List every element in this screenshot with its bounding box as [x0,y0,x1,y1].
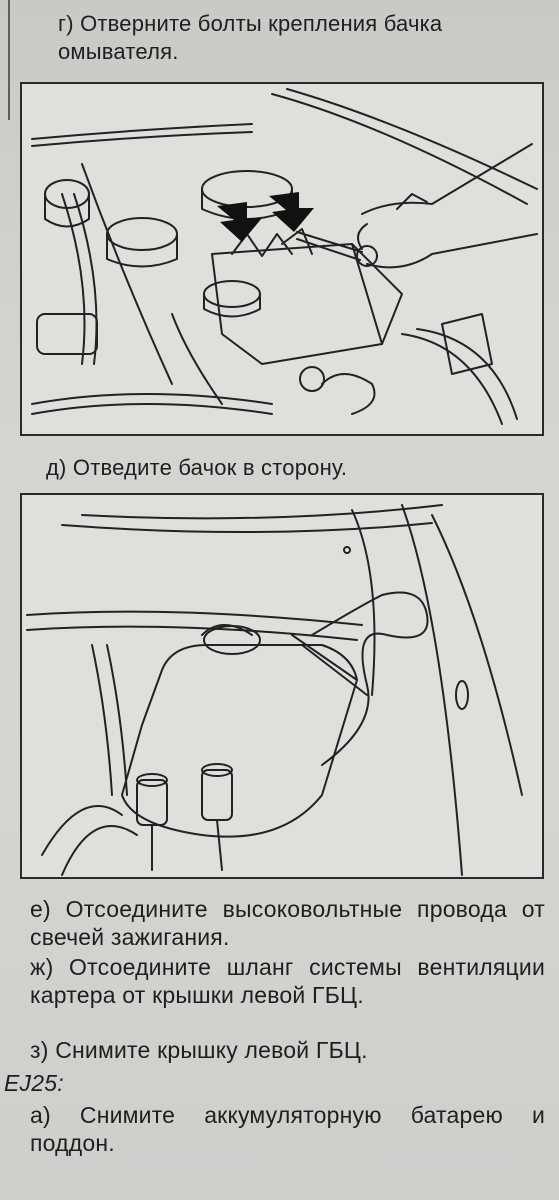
engine-bay-illustration [20,82,544,436]
step-d-text: д) Отведите бачок в сторону. [46,455,348,480]
step-e-text: е) Отсоедините высоковольтные провода от… [30,896,545,950]
step-a-text: а) Снимите аккумуляторную батарею и подд… [30,1102,545,1156]
engine-bay-bolts-icon [31,88,538,425]
engine-model-label: EJ25: [4,1070,64,1096]
step-zh-text: ж) Отсоедините шланг системы вентиляции … [30,954,545,1008]
step-g-text: г) Отверните болты крепления бачка омыва… [58,11,443,64]
washer-reservoir-illustration [20,493,544,879]
washer-reservoir-icon [26,504,523,876]
step-z-text: з) Снимите крышку левой ГБЦ. [30,1037,368,1063]
page-binding-line [8,0,10,120]
